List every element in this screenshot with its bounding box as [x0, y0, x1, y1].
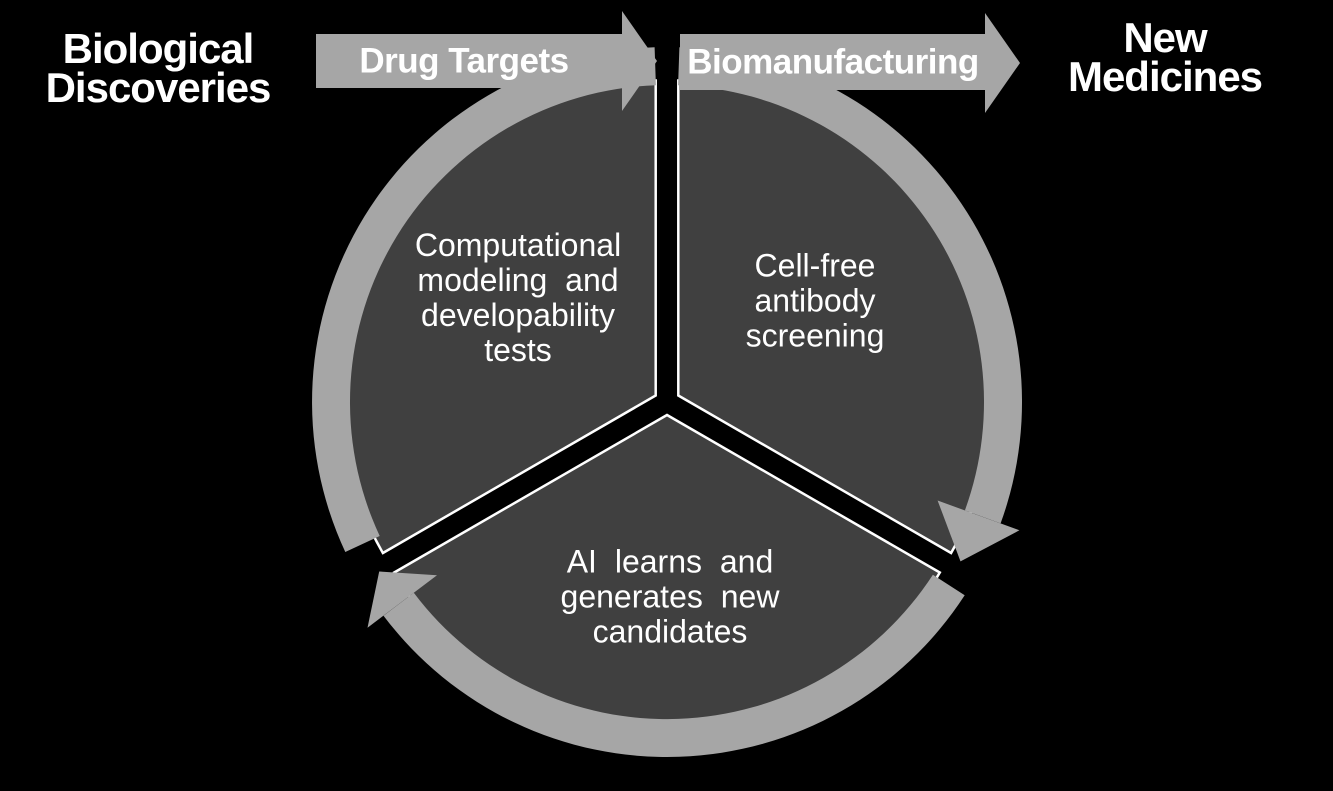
- segment-top-left-label: Computational modeling and developabilit…: [414, 227, 622, 368]
- segment-top-right-label: Cell-free antibody screening: [745, 247, 885, 354]
- new-medicines-label: New Medicines: [1067, 14, 1263, 100]
- ring-arc-right: [678, 47, 1023, 524]
- biomanufacturing-arrow-label: Biomanufacturing: [687, 42, 979, 82]
- ring-arrowhead-left-icon: [367, 571, 437, 628]
- biomanufacturing-arrow: [680, 13, 1020, 113]
- ring-arc-left: [312, 47, 656, 552]
- flow-arrows: [316, 11, 1020, 113]
- ring-arrowhead-right-icon: [937, 500, 1020, 562]
- drug-targets-arrow: [316, 11, 657, 111]
- segment-bottom-label: AI learns and generates new candidates: [560, 543, 780, 650]
- drug-targets-arrow-label: Drug Targets: [359, 41, 569, 81]
- ring-arc-bottom: [383, 574, 965, 757]
- cycle-ring: [312, 47, 1023, 757]
- biological-discoveries-label: Biological Discoveries: [45, 25, 272, 111]
